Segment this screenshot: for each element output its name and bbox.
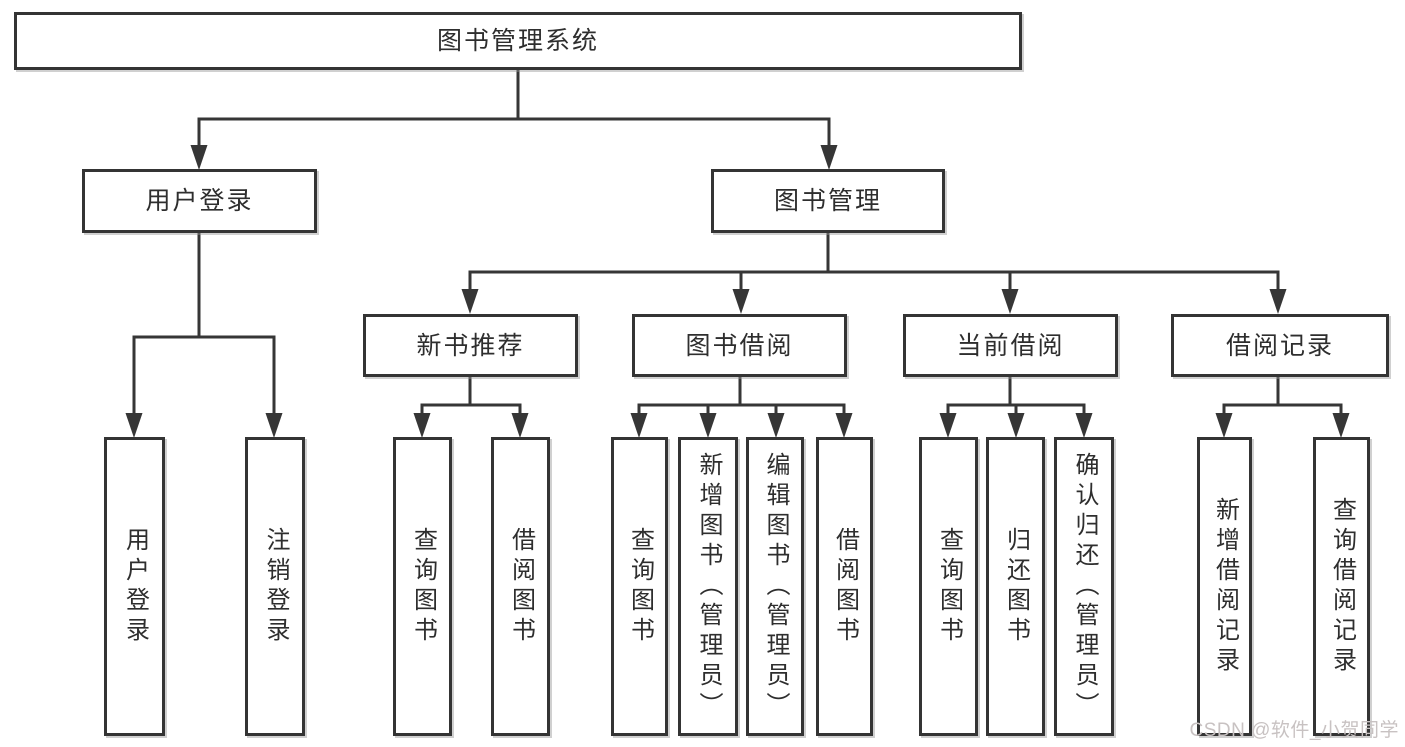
leaf-query-book-recommend: 查询图书 [393,437,452,736]
leaf-query-borrow-record-label: 查询借阅记录 [1328,496,1356,677]
leaf-edit-book-admin: 编辑图书（管理员） [746,437,804,736]
leaf-query-book-current-label: 查询图书 [935,526,963,647]
leaf-edit-book-admin-label: 编辑图书（管理员） [762,451,789,722]
node-user-login-label: 用户登录 [145,187,254,215]
leaf-add-borrow-record-label: 新增借阅记录 [1211,496,1239,677]
leaf-query-book-borrow-label: 查询图书 [626,526,654,647]
watermark: CSDN @软件_小贺同学 [1189,720,1399,741]
leaf-return-book-label: 归还图书 [1002,526,1030,647]
leaf-query-borrow-record: 查询借阅记录 [1313,437,1370,736]
leaf-query-book-borrow: 查询图书 [611,437,668,736]
node-root-label: 图书管理系统 [436,27,599,55]
node-root: 图书管理系统 [14,12,1022,70]
leaf-logout-label: 注销登录 [262,526,289,647]
node-user-login: 用户登录 [82,169,317,233]
node-new-book-recommend-label: 新书推荐 [416,331,525,360]
leaf-add-book-admin: 新增图书（管理员） [678,437,738,736]
leaf-logout: 注销登录 [245,437,305,736]
leaf-user-login: 用户登录 [104,437,165,736]
node-book-borrow-label: 图书借阅 [685,331,794,360]
leaf-borrow-book-recommend-label: 借阅图书 [507,526,535,647]
leaf-add-borrow-record: 新增借阅记录 [1197,437,1252,736]
leaf-confirm-return-admin: 确认归还（管理员） [1054,437,1114,736]
node-current-borrow-label: 当前借阅 [956,331,1065,360]
leaf-borrow-book: 借阅图书 [816,437,873,736]
leaf-borrow-book-label: 借阅图书 [831,526,859,647]
node-new-book-recommend: 新书推荐 [363,314,578,377]
node-book-management-label: 图书管理 [773,187,882,215]
node-borrow-records: 借阅记录 [1171,314,1389,377]
leaf-confirm-return-admin-label: 确认归还（管理员） [1071,451,1098,722]
node-book-management: 图书管理 [711,169,945,233]
node-borrow-records-label: 借阅记录 [1225,331,1334,360]
leaf-user-login-label: 用户登录 [121,526,149,647]
leaf-borrow-book-recommend: 借阅图书 [491,437,550,736]
leaf-query-book-current: 查询图书 [919,437,978,736]
leaf-query-book-recommend-label: 查询图书 [409,526,437,647]
node-book-borrow: 图书借阅 [632,314,847,377]
leaf-return-book: 归还图书 [986,437,1045,736]
leaf-add-book-admin-label: 新增图书（管理员） [695,451,722,722]
node-current-borrow: 当前借阅 [903,314,1118,377]
